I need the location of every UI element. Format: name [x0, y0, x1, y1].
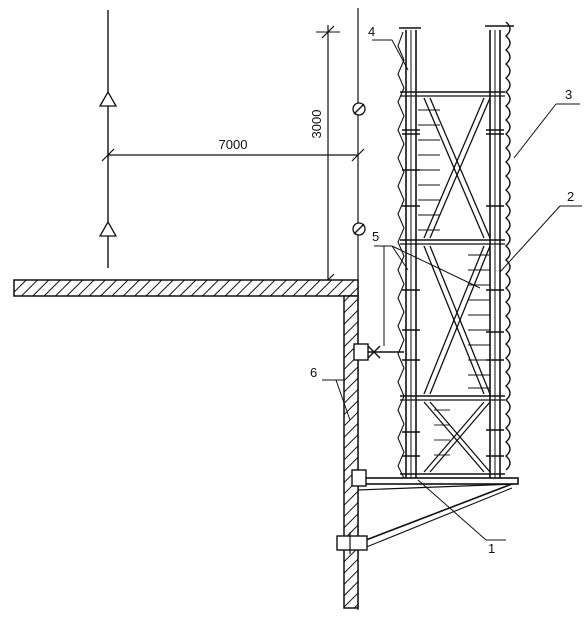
cross-bracing: [423, 97, 491, 473]
wall-column: [343, 295, 359, 609]
strut-anchor: [336, 535, 368, 551]
diagonal-strut: [336, 483, 513, 554]
callout-3: 3: [565, 87, 572, 102]
callout-6: 6: [310, 365, 317, 380]
upright-caps: [399, 25, 514, 29]
callout-leaders: [322, 39, 582, 541]
dimension-vertical-label: 3000: [309, 110, 324, 139]
floor-slab: [13, 279, 359, 297]
reference-line: [98, 10, 118, 268]
scaffold-left-upright: [397, 30, 417, 479]
scaffold-right-upright: [489, 30, 501, 478]
scaffold-ledgers: [400, 91, 505, 475]
transverse-rungs: [418, 109, 490, 456]
callout-4: 4: [368, 24, 375, 39]
wall-tie-plate: [353, 343, 369, 361]
cantilever-beam: [351, 469, 519, 491]
wall-surface-wavy: [504, 21, 511, 471]
level-triangle-lower: [98, 220, 118, 237]
dimension-horizontal: 7000: [101, 137, 365, 162]
callout-2: 2: [567, 189, 574, 204]
coupler-marks: [402, 129, 504, 457]
wall-tie: [353, 343, 404, 361]
dimension-vertical: 3000: [309, 25, 340, 287]
dimension-horizontal-label: 7000: [219, 137, 248, 152]
callout-5: 5: [372, 229, 379, 244]
callout-1: 1: [488, 541, 495, 556]
level-triangle-upper: [98, 90, 118, 107]
